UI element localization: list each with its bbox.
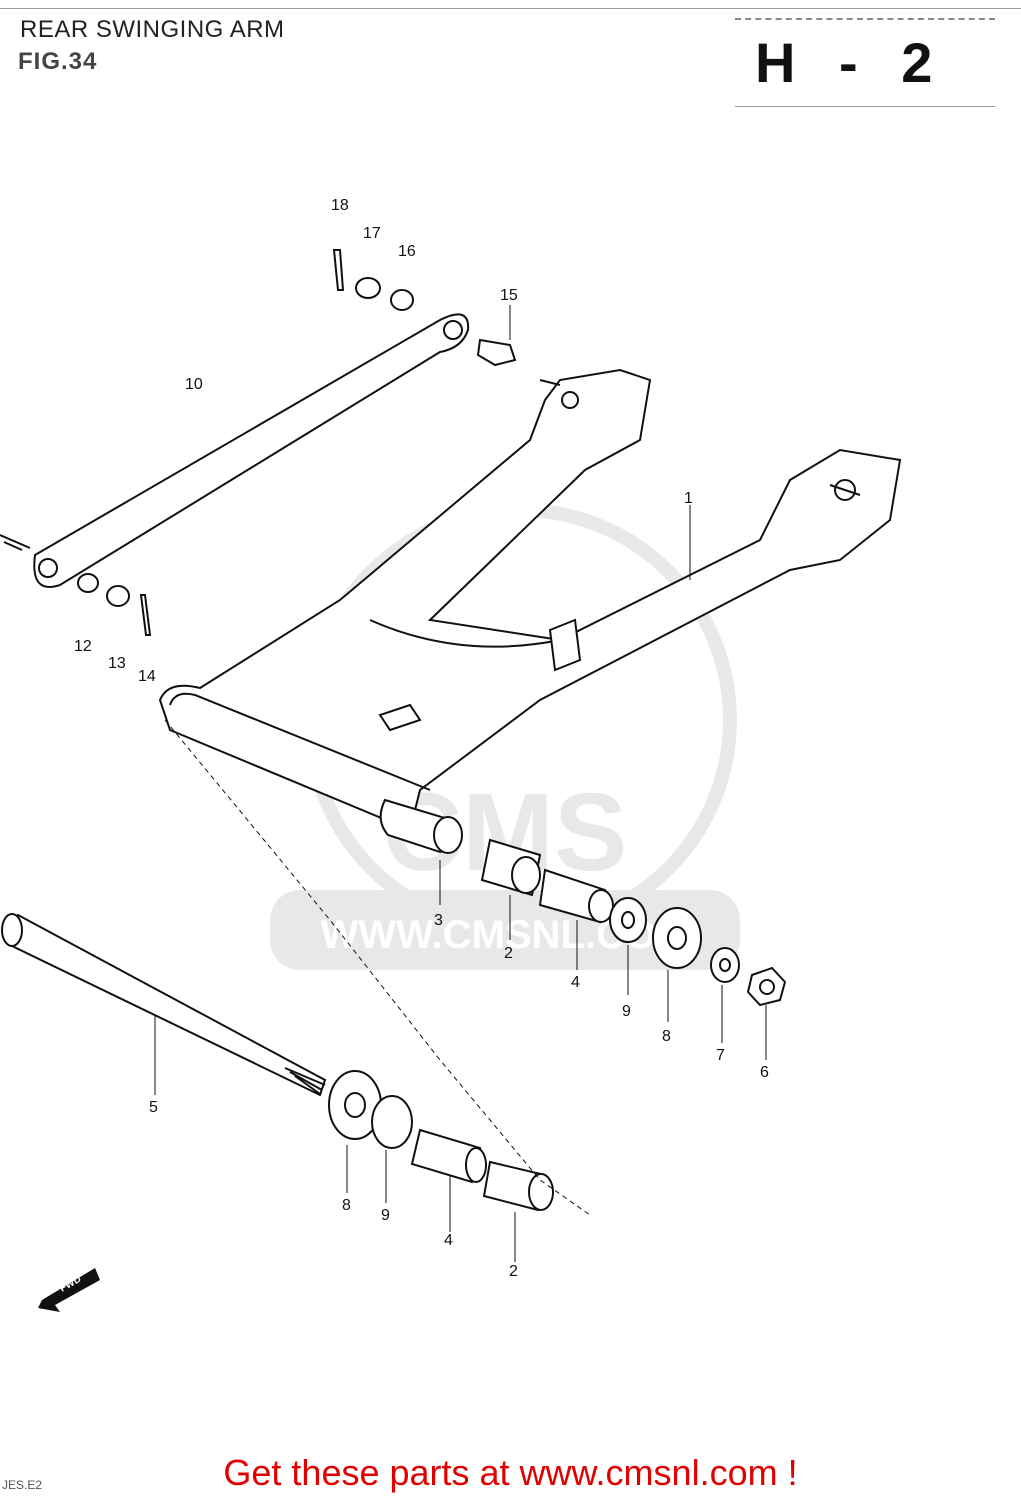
swinging-arm bbox=[158, 368, 902, 832]
left-side-parts bbox=[328, 1070, 554, 1212]
right-side-parts bbox=[379, 798, 787, 1007]
callout-6: 6 bbox=[760, 1064, 769, 1081]
page-title: REAR SWINGING ARM bbox=[20, 16, 285, 43]
callout-4-right: 4 bbox=[571, 974, 580, 991]
callout-7: 7 bbox=[716, 1047, 725, 1064]
callout-1: 1 bbox=[684, 490, 693, 507]
corner-code: JES.E2 bbox=[2, 1478, 43, 1492]
torque-link-small-parts bbox=[77, 573, 152, 636]
callout-17: 17 bbox=[363, 225, 381, 242]
callout-8-right: 8 bbox=[662, 1028, 671, 1045]
section-box bbox=[735, 18, 995, 107]
callout-12: 12 bbox=[74, 638, 92, 655]
callout-13: 13 bbox=[108, 655, 126, 672]
callout-5: 5 bbox=[149, 1099, 158, 1116]
callout-8-left: 8 bbox=[342, 1197, 351, 1214]
callout-9-right: 9 bbox=[622, 1003, 631, 1020]
callout-9-left: 9 bbox=[381, 1207, 390, 1224]
leader-lines bbox=[154, 305, 767, 1262]
figure-number: FIG.34 bbox=[18, 48, 98, 75]
assembly-line bbox=[164, 719, 591, 1216]
callout-16: 16 bbox=[398, 243, 416, 260]
section-code: H - 2 bbox=[755, 31, 947, 94]
top-bolt-parts bbox=[332, 249, 517, 367]
pivot-shaft bbox=[1, 913, 327, 1097]
callout-4-left: 4 bbox=[444, 1232, 453, 1249]
callout-15: 15 bbox=[500, 287, 518, 304]
torque-link bbox=[0, 313, 470, 588]
buy-parts-link[interactable]: Get these parts at www.cmsnl.com ! bbox=[223, 1452, 798, 1493]
forward-arrow-icon: FWD bbox=[38, 1268, 100, 1312]
callout-18: 18 bbox=[331, 197, 349, 214]
callout-3: 3 bbox=[434, 912, 443, 929]
callout-14: 14 bbox=[138, 668, 156, 685]
callout-2-right: 2 bbox=[504, 945, 513, 962]
top-rule bbox=[0, 8, 1021, 9]
callout-2-left: 2 bbox=[509, 1263, 518, 1280]
callout-10: 10 bbox=[185, 376, 203, 393]
